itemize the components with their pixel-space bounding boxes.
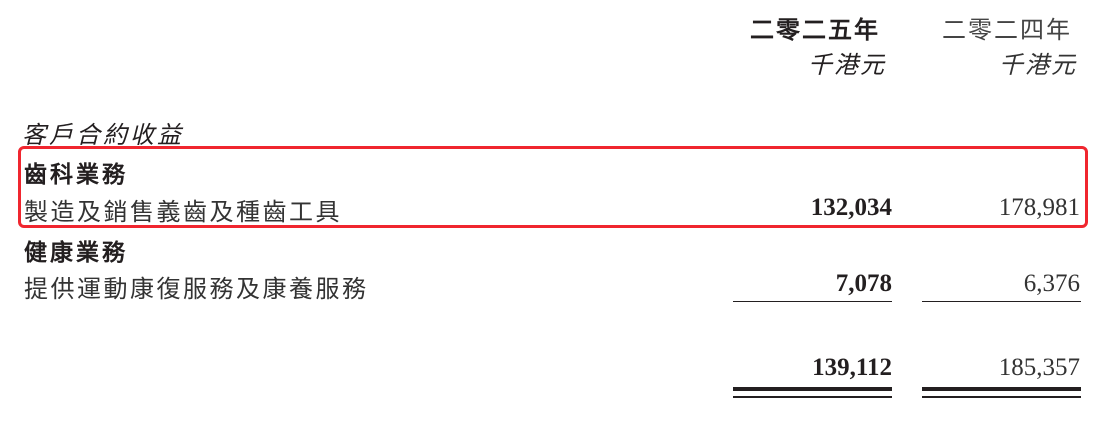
subtotal-rule-2025: [733, 301, 892, 302]
total-2024: 185,357: [998, 354, 1080, 381]
total-double-rule-2024-top: [922, 387, 1081, 391]
total-double-rule-2025-bottom: [733, 396, 892, 398]
col-header-2025: 二零二五年: [750, 16, 880, 44]
subtotal-rule-2024: [922, 301, 1081, 302]
col-header-2024: 二零二四年: [942, 16, 1072, 44]
total-double-rule-2024-bottom: [922, 396, 1081, 398]
col-unit-2025: 千港元: [808, 51, 886, 79]
group-title-health: 健康業務: [24, 240, 128, 266]
value-2025: 7,078: [835, 270, 892, 297]
line-item-label: 提供運動康復服務及康養服務: [24, 275, 369, 303]
value-2024: 6,376: [1023, 270, 1080, 297]
highlight-box: [18, 146, 1088, 228]
value-2024: 178,981: [998, 194, 1080, 221]
total-double-rule-2025-top: [733, 387, 892, 391]
line-item-label: 製造及銷售義齒及種齒工具: [24, 198, 342, 226]
section-title: 客戶合約收益: [22, 121, 184, 149]
value-2025: 132,034: [810, 194, 892, 221]
col-unit-2024: 千港元: [999, 51, 1077, 79]
group-title-dental: 齒科業務: [24, 162, 128, 188]
total-2025: 139,112: [812, 354, 892, 381]
